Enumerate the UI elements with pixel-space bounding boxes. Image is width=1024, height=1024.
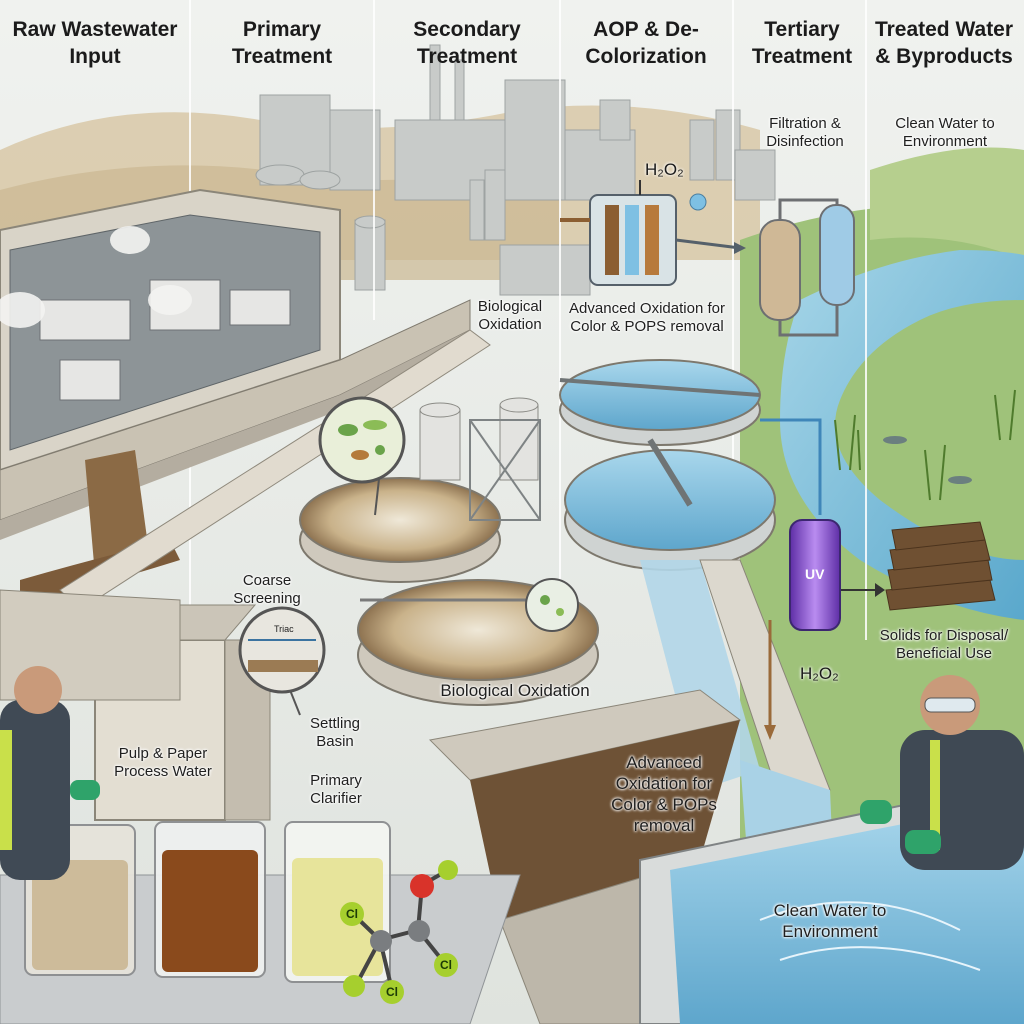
label-settling-basin: Settling Basin [309, 715, 361, 750]
reeds [834, 389, 1016, 501]
clarifier-top [559, 359, 761, 446]
label-uv: UV [805, 566, 825, 582]
worker-left [0, 666, 100, 880]
chlorine-atom: Cl [434, 953, 458, 977]
uv-reactor [760, 418, 841, 740]
carbon-atom [408, 920, 430, 942]
label-filtration-disinfection: Filtration & Disinfection [766, 115, 844, 150]
chlorine-atom: Cl [340, 902, 364, 926]
solids-arrow-head [875, 583, 885, 597]
background-factory [255, 44, 776, 296]
beakers [24, 821, 391, 983]
label-biological-oxidation-top: Biological Oxidation [477, 298, 543, 333]
aeration-tank-upper [299, 477, 501, 583]
label-h2o2-bottom: H₂O₂ [800, 664, 839, 683]
header-primary-treatment: Primary Treatment [231, 18, 333, 68]
distant-hills [870, 147, 1024, 260]
reaction-inset [525, 578, 579, 632]
label-coarse-screening: Coarse Screening [233, 572, 301, 607]
label-inset-text: Triac [274, 624, 294, 634]
worker-right [860, 675, 1024, 870]
chlorine-atom: Cl [380, 980, 404, 1004]
label-solids: Solids for Disposal/ Beneficial Use [879, 627, 1009, 662]
fish [883, 436, 972, 484]
label-primary-clarifier: Primary Clarifier [310, 772, 362, 807]
label-h2o2-top: H₂O₂ [645, 160, 684, 179]
hydrogen-atom [438, 860, 458, 880]
clarifier-middle [564, 438, 776, 571]
header-aop-decolorization: AOP & De-Colorization [585, 18, 707, 68]
label-biological-oxidation-mid: Biological Oxidation [440, 681, 590, 700]
sludge-channel [470, 720, 740, 920]
label-aop-top: Advanced Oxidation for Color & POPS remo… [569, 300, 725, 335]
label-aop-bottom: Advanced Oxidation for Color & POPs remo… [611, 753, 717, 835]
steel-truss [469, 419, 541, 521]
header-treated-water-byproducts: Treated Water & Byproducts [874, 18, 1014, 68]
label-clean-water-bottom: Clean Water to Environment [773, 901, 887, 941]
header-secondary-treatment: Secondary Treatment [413, 18, 521, 68]
paper-mill-building [0, 188, 471, 540]
microbe-inset [318, 396, 406, 516]
chlorine-atom [343, 975, 365, 997]
oxygen-atom [410, 874, 434, 898]
steam [0, 226, 192, 328]
sludge-cakes [885, 521, 996, 611]
silos [419, 397, 539, 481]
carbon-atom [370, 930, 392, 952]
aop-reactor [560, 180, 746, 286]
river [780, 250, 1024, 620]
header-tertiary-treatment: Tertiary Treatment [751, 18, 853, 68]
settling-inset [238, 606, 326, 716]
label-clean-water-top: Clean Water to Environment [895, 115, 995, 150]
filtration-vessels [759, 198, 855, 337]
label-pulp-paper: Pulp & Paper Process Water [114, 745, 212, 780]
header-raw-wastewater-input: Raw Wastewater Input [12, 18, 178, 68]
